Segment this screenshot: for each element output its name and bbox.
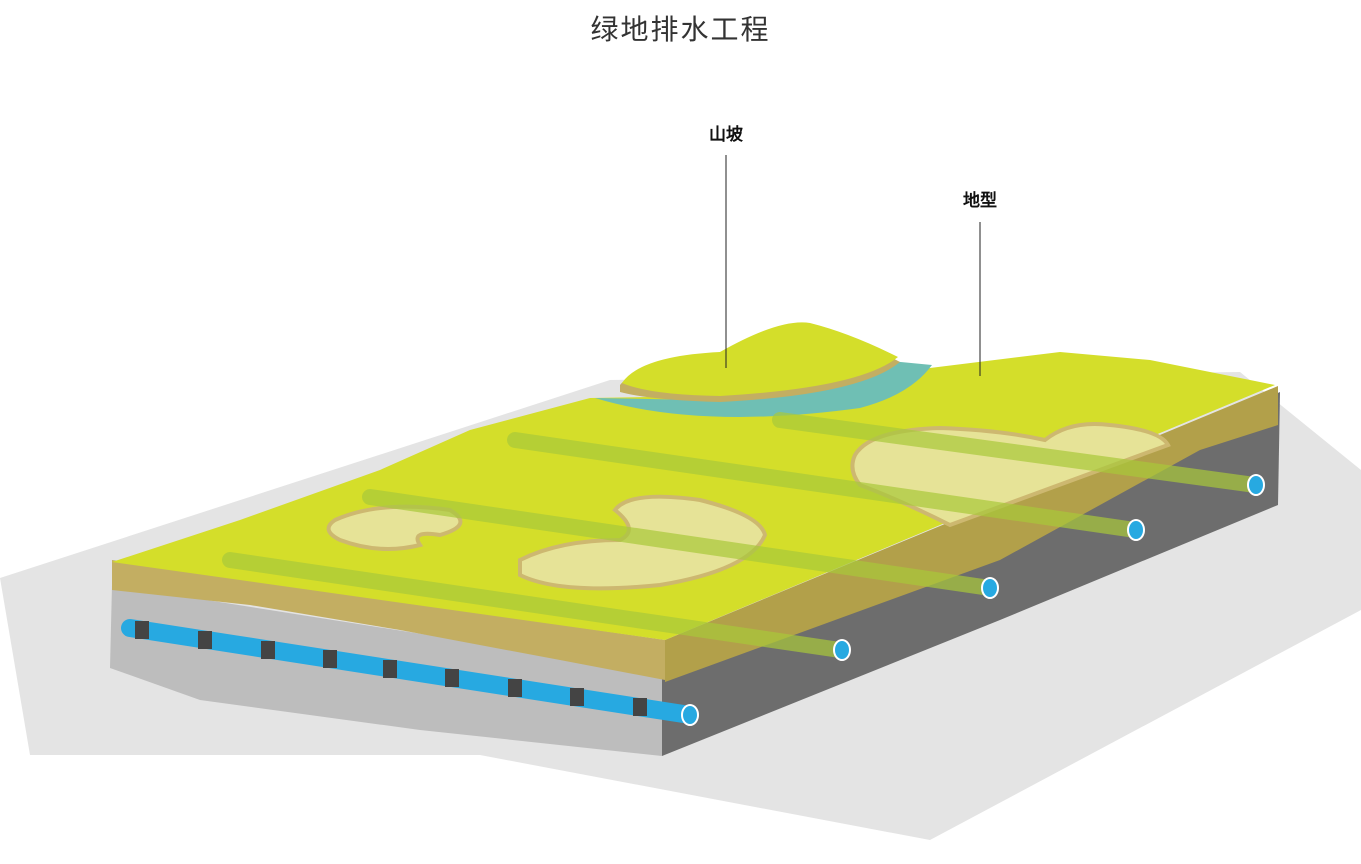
- slope-label: 山坡: [709, 125, 743, 145]
- diagram-title: 绿地排水工程: [590, 13, 771, 46]
- main-pipe-end: [681, 704, 699, 726]
- pipe-ends: [833, 474, 1265, 661]
- pipe-joints: [135, 621, 647, 716]
- subsurface-pipes: [222, 412, 1263, 658]
- grass-surface: [112, 352, 1275, 640]
- soil-front-layer: [112, 560, 665, 680]
- terrain-label: 地型: [963, 191, 997, 211]
- hill-top: [622, 322, 898, 396]
- main-drain-pipe: [121, 619, 699, 724]
